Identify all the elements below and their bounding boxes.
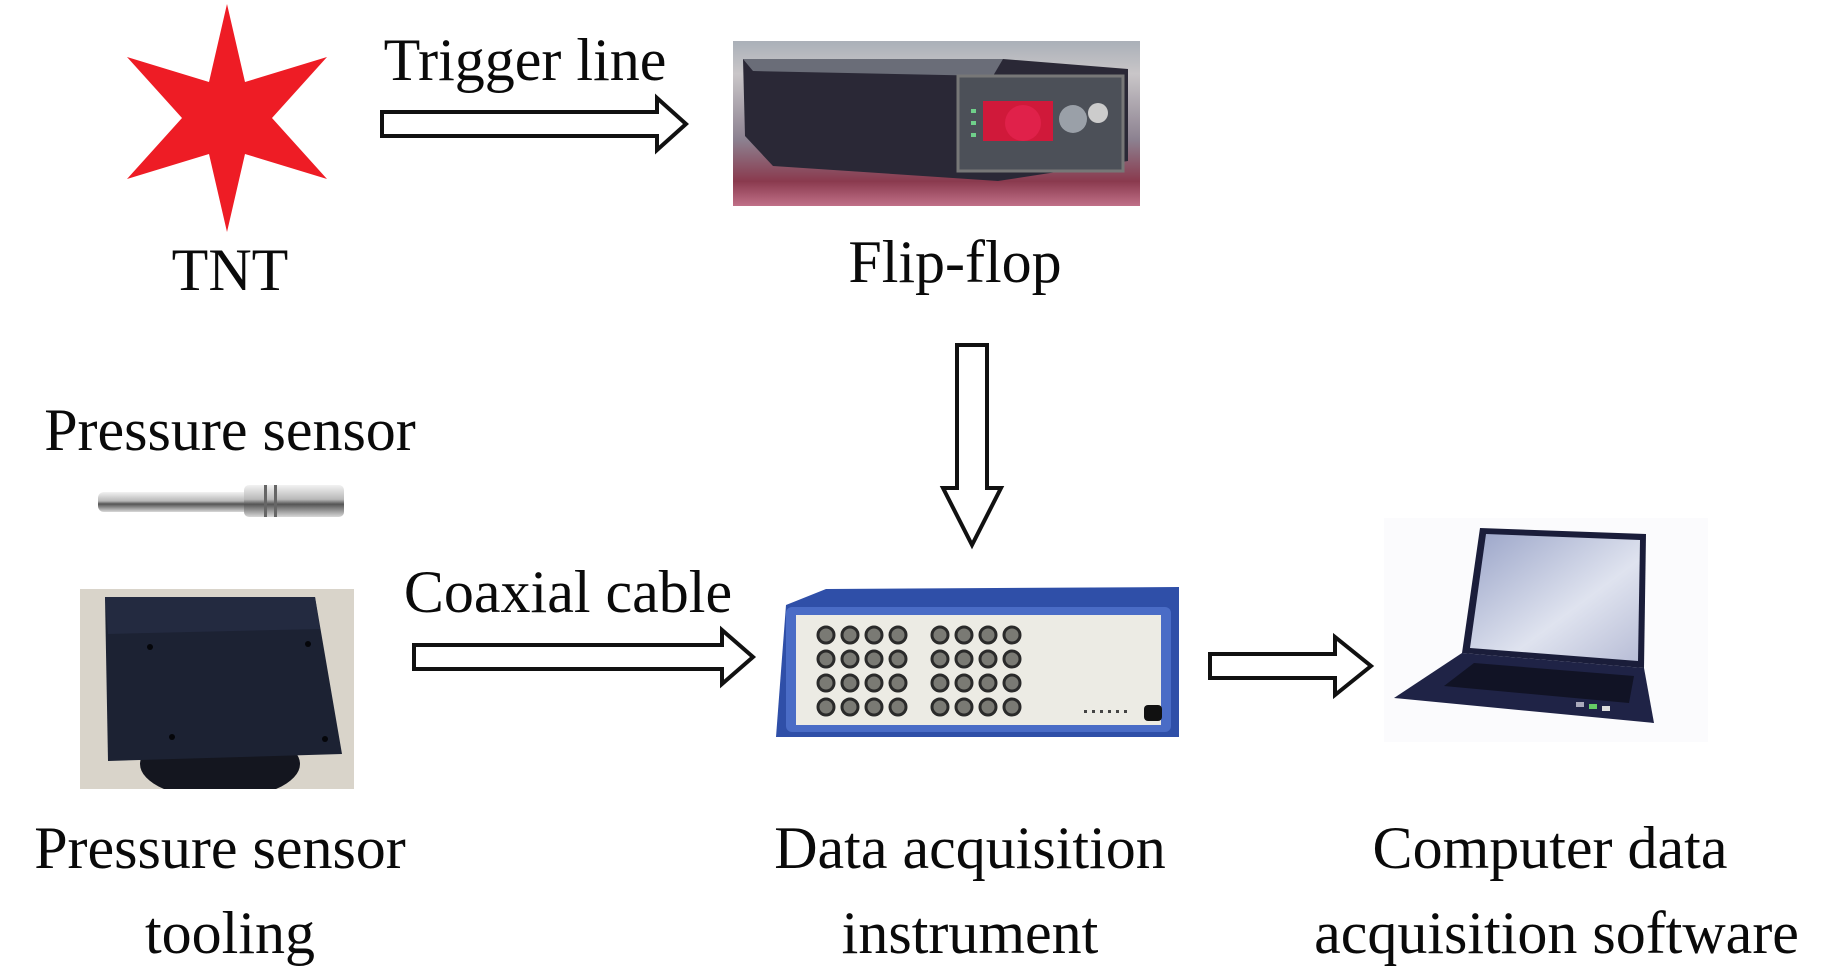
laptop-icon (1394, 528, 1654, 723)
bnc-connector-icon (840, 625, 860, 645)
bnc-connector-icon (930, 649, 950, 669)
bnc-connector-icon (816, 649, 836, 669)
bnc-connector-icon (954, 625, 974, 645)
sensor-tooling-plate-icon (105, 597, 342, 789)
bnc-connector-icon (930, 673, 950, 693)
laptop-photo (1384, 518, 1708, 742)
bnc-connector-icon (816, 697, 836, 717)
arrow-coaxial-cable (412, 625, 757, 689)
bnc-connector-icon (864, 673, 884, 693)
bnc-connector-icon (978, 673, 998, 693)
arrow-trigger-line (380, 93, 689, 155)
bnc-connector-icon (816, 673, 836, 693)
pressure-sensor-rod-icon (98, 485, 344, 517)
bnc-connector-icon (978, 697, 998, 717)
bnc-connector-icon (954, 697, 974, 717)
trigger-line-label: Trigger line (383, 27, 667, 93)
flipflop-photo (733, 41, 1140, 206)
bnc-connector-icon (864, 697, 884, 717)
bnc-connector-icon (1002, 649, 1022, 669)
bnc-connector-icon (864, 649, 884, 669)
arrow-daq-to-computer (1208, 632, 1375, 700)
bnc-connector-icon (888, 625, 908, 645)
tooling-photo (80, 589, 354, 789)
arrow-flipflop-to-daq (939, 343, 1005, 550)
tnt-label: TNT (171, 237, 289, 303)
flipflop-device-icon (743, 59, 1128, 181)
bnc-connector-icon (840, 673, 860, 693)
coaxial-cable-label: Coaxial cable (403, 559, 733, 625)
bnc-connector-icon (840, 697, 860, 717)
bnc-connector-icon (816, 625, 836, 645)
tnt-star-icon (127, 4, 327, 232)
bnc-connector-icon (888, 697, 908, 717)
daq-label-line2: instrument (841, 900, 1099, 966)
bnc-connector-icon (954, 649, 974, 669)
bnc-connector-icon (888, 649, 908, 669)
data-acquisition-instrument-icon (776, 587, 1179, 737)
pressure-sensor-label: Pressure sensor (44, 397, 416, 463)
computer-label-line1: Computer data (1372, 815, 1728, 881)
bnc-connector-icon (1002, 697, 1022, 717)
tooling-label-line2: tooling (144, 900, 315, 966)
bnc-connector-icon (978, 625, 998, 645)
daq-photo (766, 577, 1179, 742)
bnc-connector-icon (930, 625, 950, 645)
bnc-connector-icon (954, 673, 974, 693)
daq-label-line1: Data acquisition (774, 815, 1166, 881)
bnc-connector-icon (978, 649, 998, 669)
bnc-connector-icon (840, 649, 860, 669)
bnc-connector-icon (864, 625, 884, 645)
computer-label-line2: acquisition software (1314, 900, 1799, 966)
bnc-connector-icon (888, 673, 908, 693)
tooling-label-line1: Pressure sensor (34, 815, 406, 881)
bnc-connector-icon (1002, 673, 1022, 693)
bnc-connector-icon (930, 697, 950, 717)
bnc-connector-icon (1002, 625, 1022, 645)
flipflop-label: Flip-flop (848, 229, 1062, 295)
